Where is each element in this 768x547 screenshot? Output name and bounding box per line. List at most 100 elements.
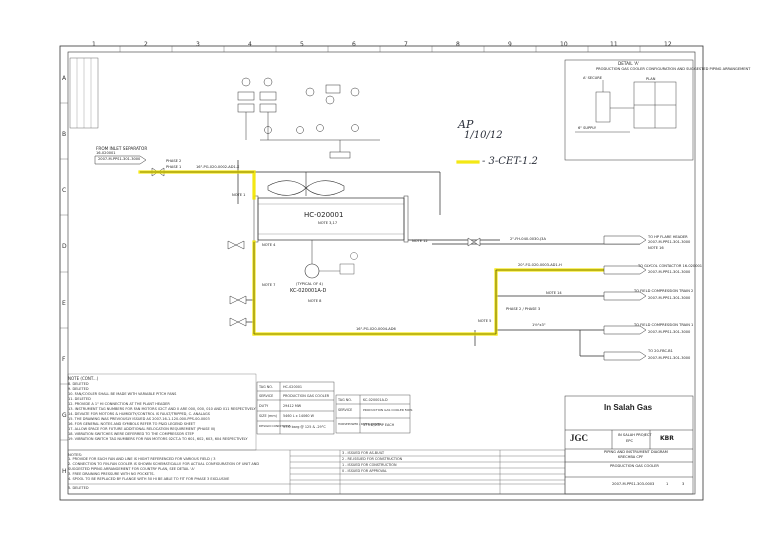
- table1-key: DUTY: [259, 404, 269, 408]
- table2-key: HORSEPOWER / RATED POWER: [338, 422, 382, 426]
- offpage-connectors: [94, 155, 647, 361]
- note-item: 19. VIBRATION SWITCH TAG NUMBERS FOR FAN…: [68, 437, 248, 441]
- detail-plan: PLAN: [646, 77, 656, 81]
- grid-col-label: 5: [300, 41, 304, 48]
- grid-col-label: 11: [610, 41, 618, 48]
- inlet-label: FROM INLET SEPARATOR: [96, 146, 148, 151]
- fan-note: NOTE 8: [308, 299, 322, 303]
- note-item: 13. INSTRUMENT TAG NUMBERS FOR FAN MOTOR…: [68, 407, 256, 411]
- mid-header-line[interactable]: 20"-FG-020-0003-AD1-H: [518, 263, 562, 267]
- grid-col-label: 3: [196, 41, 200, 48]
- table2-value: KC-020001A-D: [363, 398, 388, 402]
- grid-col-label: 10: [560, 41, 568, 48]
- grid-col-label: 4: [248, 41, 252, 48]
- note-item: 14. DEVIATE FOR MOTORS & HUMIDITY/CONTRO…: [68, 412, 210, 416]
- flare-line[interactable]: 2"-FH-040-0030-J3A: [510, 237, 546, 241]
- cooler-body: [257, 197, 405, 241]
- revision-row: 1 - ISSUED FOR CONSTRUCTION: [342, 463, 397, 467]
- table1-key: SIZE (mm): [259, 414, 277, 418]
- destination-label[interactable]: TO FIELD COMPRESSION TRAIN 1: [634, 323, 694, 327]
- destination-note: NOTE 16: [648, 246, 664, 250]
- note-item: 12. PROVIDE A 1" HI CONNECTION AT THE PL…: [68, 402, 170, 406]
- drawing-number[interactable]: 2007-M-PPS1-303-0003: [612, 482, 655, 486]
- table1-value: 97.0 barg @ 125 & -29°C: [283, 425, 326, 429]
- general-note: 3. FREE DRAINING PRESSURE WITH NO POCKET…: [68, 472, 155, 476]
- note-tag: NOTE 4: [262, 243, 276, 247]
- cooler-note: NOTE 3,17: [318, 221, 338, 225]
- fan-typical: (TYPICAL OF 4): [296, 282, 323, 286]
- destination-label[interactable]: TO GLYCOL CONTACTOR 16-020001: [638, 264, 703, 268]
- note-tag: NOTE 5: [478, 319, 492, 323]
- outer-frame: [59, 45, 704, 501]
- detail-label-a: A' SECURE: [583, 76, 603, 80]
- cooler-tag[interactable]: HC-020001: [304, 211, 344, 219]
- instrument-cluster-top: [237, 77, 380, 159]
- detail-caption: PRODUCTION GAS COOLER CONFIGURATION AND …: [596, 67, 751, 71]
- general-notes-title: NOTES:: [68, 452, 83, 457]
- destination-label[interactable]: TO HP FLARE HEADER: [648, 235, 688, 239]
- note-tag: NOTE 7: [262, 283, 276, 287]
- destination-label[interactable]: TO 20-FBC-B1: [648, 349, 673, 353]
- note-tag: NOTE 12: [412, 239, 428, 243]
- phase-label: PHASE 2: [166, 159, 182, 163]
- note-item: 11. DELETED: [68, 397, 91, 401]
- grid-col-label: 2: [144, 41, 148, 48]
- small-line[interactable]: 1½"x3": [532, 323, 546, 327]
- grid-col-label: 7: [404, 41, 408, 48]
- bottom-header-line[interactable]: 16"-PG-020-0004-AD6: [356, 327, 396, 331]
- table1-value: 5460 L x 14060 W: [283, 414, 314, 418]
- handwritten-legend: - 3-CET-1.2: [482, 156, 538, 167]
- grid-row-label: H: [62, 468, 67, 475]
- handwritten-initials: AP: [458, 118, 474, 131]
- destination-ref: 2007-M-PPS1-301-3000: [648, 296, 691, 300]
- grid-row-label: A: [62, 75, 67, 82]
- table1-key: DESIGN CONDITIONS: [259, 424, 291, 428]
- revision-table-grid: [67, 449, 566, 495]
- grid-row-label: B: [62, 131, 67, 138]
- general-note: 4. SPOOL TO BE REPLACED BY FLANGE WITH 5…: [68, 477, 230, 481]
- handwritten-date: 1/10/12: [464, 130, 503, 141]
- project-name: IN SALAH PROJECT: [618, 433, 652, 437]
- detail-label-b: 6" SUPPLY: [578, 126, 597, 130]
- phase-label: PHASE 2 / PHASE 3: [506, 307, 541, 311]
- destination-ref: 2007-M-PPS1-301-3000: [648, 270, 691, 274]
- table2-value: 37 kW/25HP EACH: [363, 423, 395, 427]
- destination-label[interactable]: TO FIELD COMPRESSION TRAIN 2: [634, 289, 694, 293]
- table1-value: 29412 MW: [283, 404, 302, 408]
- motor-symbol: [304, 263, 320, 279]
- table1-key: TAG NO.: [259, 385, 273, 389]
- general-note: 2. CONNECTION TO FIN-FAN COOLER IS SHOWN…: [68, 462, 260, 466]
- top-header-line[interactable]: 16"-PG-020-0002-AD1-X: [196, 165, 240, 169]
- grid-col-label: 12: [664, 41, 672, 48]
- doc-type: PIPING AND INSTRUMENT DIAGRAM: [604, 450, 668, 454]
- table2-key: TAG NO.: [338, 398, 352, 402]
- sub-project: EPC: [626, 439, 633, 443]
- grid-col-label: 8: [456, 41, 460, 48]
- table2-key: SERVICE: [338, 408, 353, 412]
- sheet-number: 1: [666, 482, 669, 486]
- note-item: 16. FOR GENERAL NOTES AND SYMBOLS REFER …: [68, 422, 196, 426]
- grid-col-label: 1: [92, 41, 96, 48]
- revision-row: 3 - ISSUED FOR AS-BUILT: [342, 451, 385, 455]
- grid-row-label: F: [62, 356, 66, 363]
- grid-row-label: G: [62, 412, 67, 419]
- area-name: KRECHBA CPF: [618, 455, 644, 459]
- note-item: 15. THE DRAWING WAS PREVIOUSLY ISSUED AS…: [68, 417, 210, 421]
- table1-key: SERVICE: [259, 394, 274, 398]
- destination-ref: 2007-M-PPS1-301-3000: [648, 356, 691, 360]
- general-note: 1. PROVIDE FOR EACH FAN AND LINE IS HIGH…: [68, 457, 216, 461]
- revision-row: 2 - RE-ISSUED FOR CONSTRUCTION: [342, 457, 403, 461]
- grid-ticks: [60, 46, 641, 441]
- destination-ref: 2007-M-PPS1-301-3000: [648, 240, 691, 244]
- fan-tag[interactable]: KC-020001A-D: [290, 288, 327, 294]
- general-note: SUGGESTED PIPING ARRANGEMENT FOR COUNTRY…: [68, 467, 195, 471]
- client-logo-text: In Salah Gas: [604, 403, 653, 412]
- phase-label: PHASE 1: [166, 165, 182, 169]
- drawing-title: PRODUCTION GAS COOLER: [610, 464, 659, 468]
- inlet-line-ref[interactable]: 2007-M-PPS1-301-3000: [98, 157, 141, 161]
- data-table-grid-2: [335, 394, 411, 434]
- contractor-logo: JGC: [570, 433, 588, 443]
- general-note: 5. DELETED: [68, 486, 89, 490]
